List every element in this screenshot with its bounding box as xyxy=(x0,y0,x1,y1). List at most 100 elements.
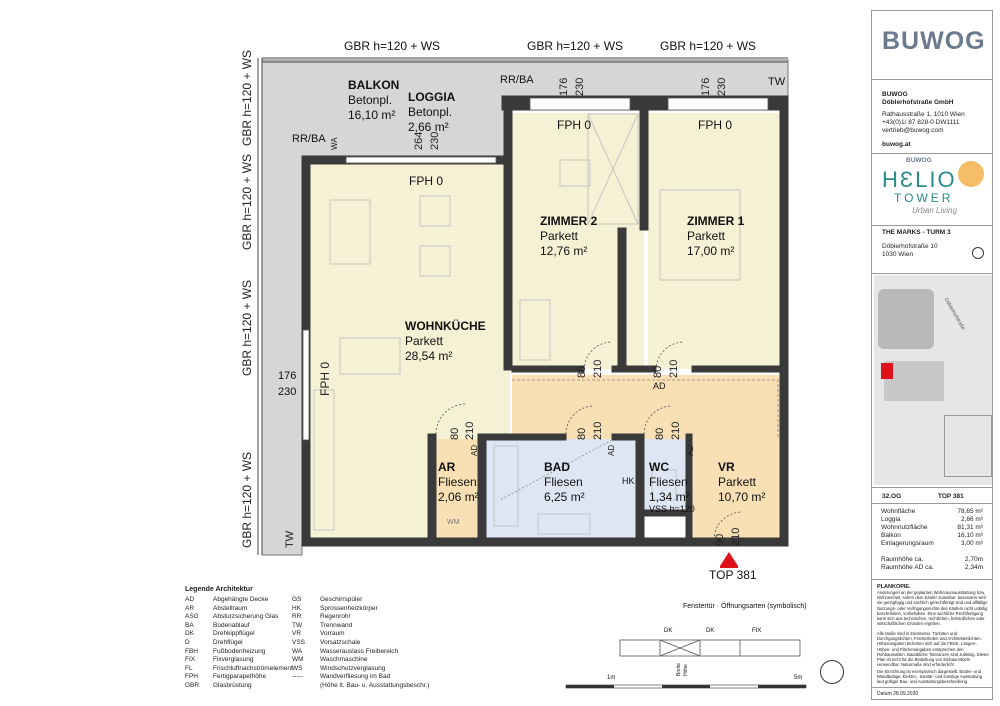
legend-desc: Wasserauslass Freibereich xyxy=(320,647,399,655)
legend-desc: Windschutzverglasung xyxy=(320,664,386,672)
info-value: 2,66 m² xyxy=(960,516,983,523)
floor-plan: GBR h=120 + WS GBR h=120 + WS GBR h=120 … xyxy=(185,39,844,689)
gbr-label: GBR h=120 + WS xyxy=(240,153,254,250)
ad-tag: AD xyxy=(653,381,666,391)
unit-marker xyxy=(881,363,893,379)
ad-tag: AD xyxy=(470,444,479,456)
legend-abbr: FPH xyxy=(185,673,198,681)
tw-tag: TW xyxy=(768,76,786,88)
legend-title: Legende Architektur xyxy=(185,586,253,593)
tower-logo: TOWER xyxy=(894,191,954,205)
legend-abbr: GBR xyxy=(185,681,200,689)
fph-label: FPH 0 xyxy=(318,361,332,396)
info-value: 3,00 m² xyxy=(960,540,983,547)
scale-1m: 1m xyxy=(607,675,616,681)
dim-label: 230 xyxy=(716,77,728,96)
legend-entry: DK Drehkippflügel xyxy=(185,630,293,639)
legend-entry: WA Wasserauslass Freibereich xyxy=(292,648,429,657)
legend-abbr: TW xyxy=(292,621,303,629)
legend-entry: (Höhe lt. Bau- u. Ausstattungsbeschr.) xyxy=(292,682,429,691)
legend-entry: -----Wandverfliesung im Bad xyxy=(292,673,429,682)
gbr-label: GBR h=120 + WS xyxy=(240,451,254,548)
project-street: Döblerhofstraße 10 xyxy=(882,243,938,250)
dim-label: 210 xyxy=(670,421,682,440)
hk-tag: HK xyxy=(622,476,635,486)
window-legend-fix: FIX xyxy=(752,628,762,634)
legend-abbr: WS xyxy=(292,664,303,672)
legend-desc: Drehflügel xyxy=(213,638,243,646)
gbr-label: GBR h=120 + WS xyxy=(240,49,254,146)
info-value: 2,70m xyxy=(964,556,983,563)
legend-abbr: WA xyxy=(292,647,303,655)
dim-label: 230 xyxy=(574,77,586,96)
info-value: 16,10 m² xyxy=(957,532,983,539)
legend-abbr: BA xyxy=(185,621,194,629)
info-key: Raumhöhe ca. xyxy=(881,556,924,563)
legend-abbr: D xyxy=(185,638,190,646)
dim-label: 80 xyxy=(449,427,461,440)
legend-entry: BA Bodenablauf xyxy=(185,622,293,631)
fph-label: FPH 0 xyxy=(557,118,592,132)
gbr-label: GBR h=120 + WS xyxy=(660,39,757,53)
legend-desc: Drehkippflügel xyxy=(213,630,255,638)
company-name-2: Döblerhofstraße GmbH xyxy=(882,99,954,106)
legend-abbr: FL xyxy=(185,664,193,672)
info-key: Wohnfläche xyxy=(881,508,916,515)
wc-room xyxy=(642,439,688,511)
legend-desc: Fixverglasung xyxy=(213,656,254,664)
window-legend-dk: DK xyxy=(706,628,715,634)
urban-living: Urban Living xyxy=(912,206,957,215)
info-key: Wohnnutzfläche xyxy=(881,524,928,531)
legend-desc: Frischluftnachströmelement xyxy=(213,664,293,672)
dim-label: 264 xyxy=(413,131,425,150)
north-arrow-icon xyxy=(820,660,844,684)
info-row: Einlagerungsraum 3,00 m² xyxy=(881,540,983,548)
dim-label: 210 xyxy=(464,421,476,440)
helio-brand: BUWOG xyxy=(906,157,932,164)
brand-logo: BUWOG xyxy=(882,27,986,55)
dim-label: 230 xyxy=(278,386,297,398)
legend-desc: Wandverfliesung im Bad xyxy=(320,673,391,681)
dim-label: 80 xyxy=(652,365,664,378)
site-building xyxy=(878,289,934,349)
dim-label: 210 xyxy=(668,359,680,378)
legend-desc: Bodenablauf xyxy=(213,621,250,629)
legend-abbr: VSS xyxy=(292,638,306,646)
compass-icon xyxy=(972,247,984,259)
legend-abbr: DK xyxy=(185,630,195,638)
web-link[interactable]: buwog.at xyxy=(882,141,911,148)
window-legend-breite: Breite xyxy=(676,662,682,676)
entry-arrow xyxy=(720,552,738,566)
dim-label: 230 xyxy=(429,131,441,150)
legend-desc: Fertigparapethöhe xyxy=(213,673,267,681)
company-name: BUWOG xyxy=(882,91,908,98)
dim-label: 90 xyxy=(714,533,726,546)
hall-room xyxy=(512,375,780,439)
window-legend-title: Fenstertür · Öffnungsarten (symbolisch) xyxy=(683,603,807,610)
info-key: Einlagerungsraum xyxy=(881,540,934,547)
legend-desc: Vorraum xyxy=(320,630,345,638)
wa-tag: WA xyxy=(330,137,339,150)
legend-abbr: WM xyxy=(292,656,304,664)
legend-desc: Fußbodenheizung xyxy=(213,647,266,655)
window-legend-hoehe: Höhe xyxy=(683,664,689,676)
plankopie-text: Änderungen an der geplanten Wohnraumauss… xyxy=(877,590,988,627)
dim-label: 176 xyxy=(278,370,297,382)
legend-desc: Glasbrüstung xyxy=(213,681,252,689)
map-street-label: Döblerhofstraße xyxy=(942,297,966,332)
legend-desc: Geschirrspüler xyxy=(320,596,363,603)
legend-desc: Vorsatzschale xyxy=(320,638,361,646)
